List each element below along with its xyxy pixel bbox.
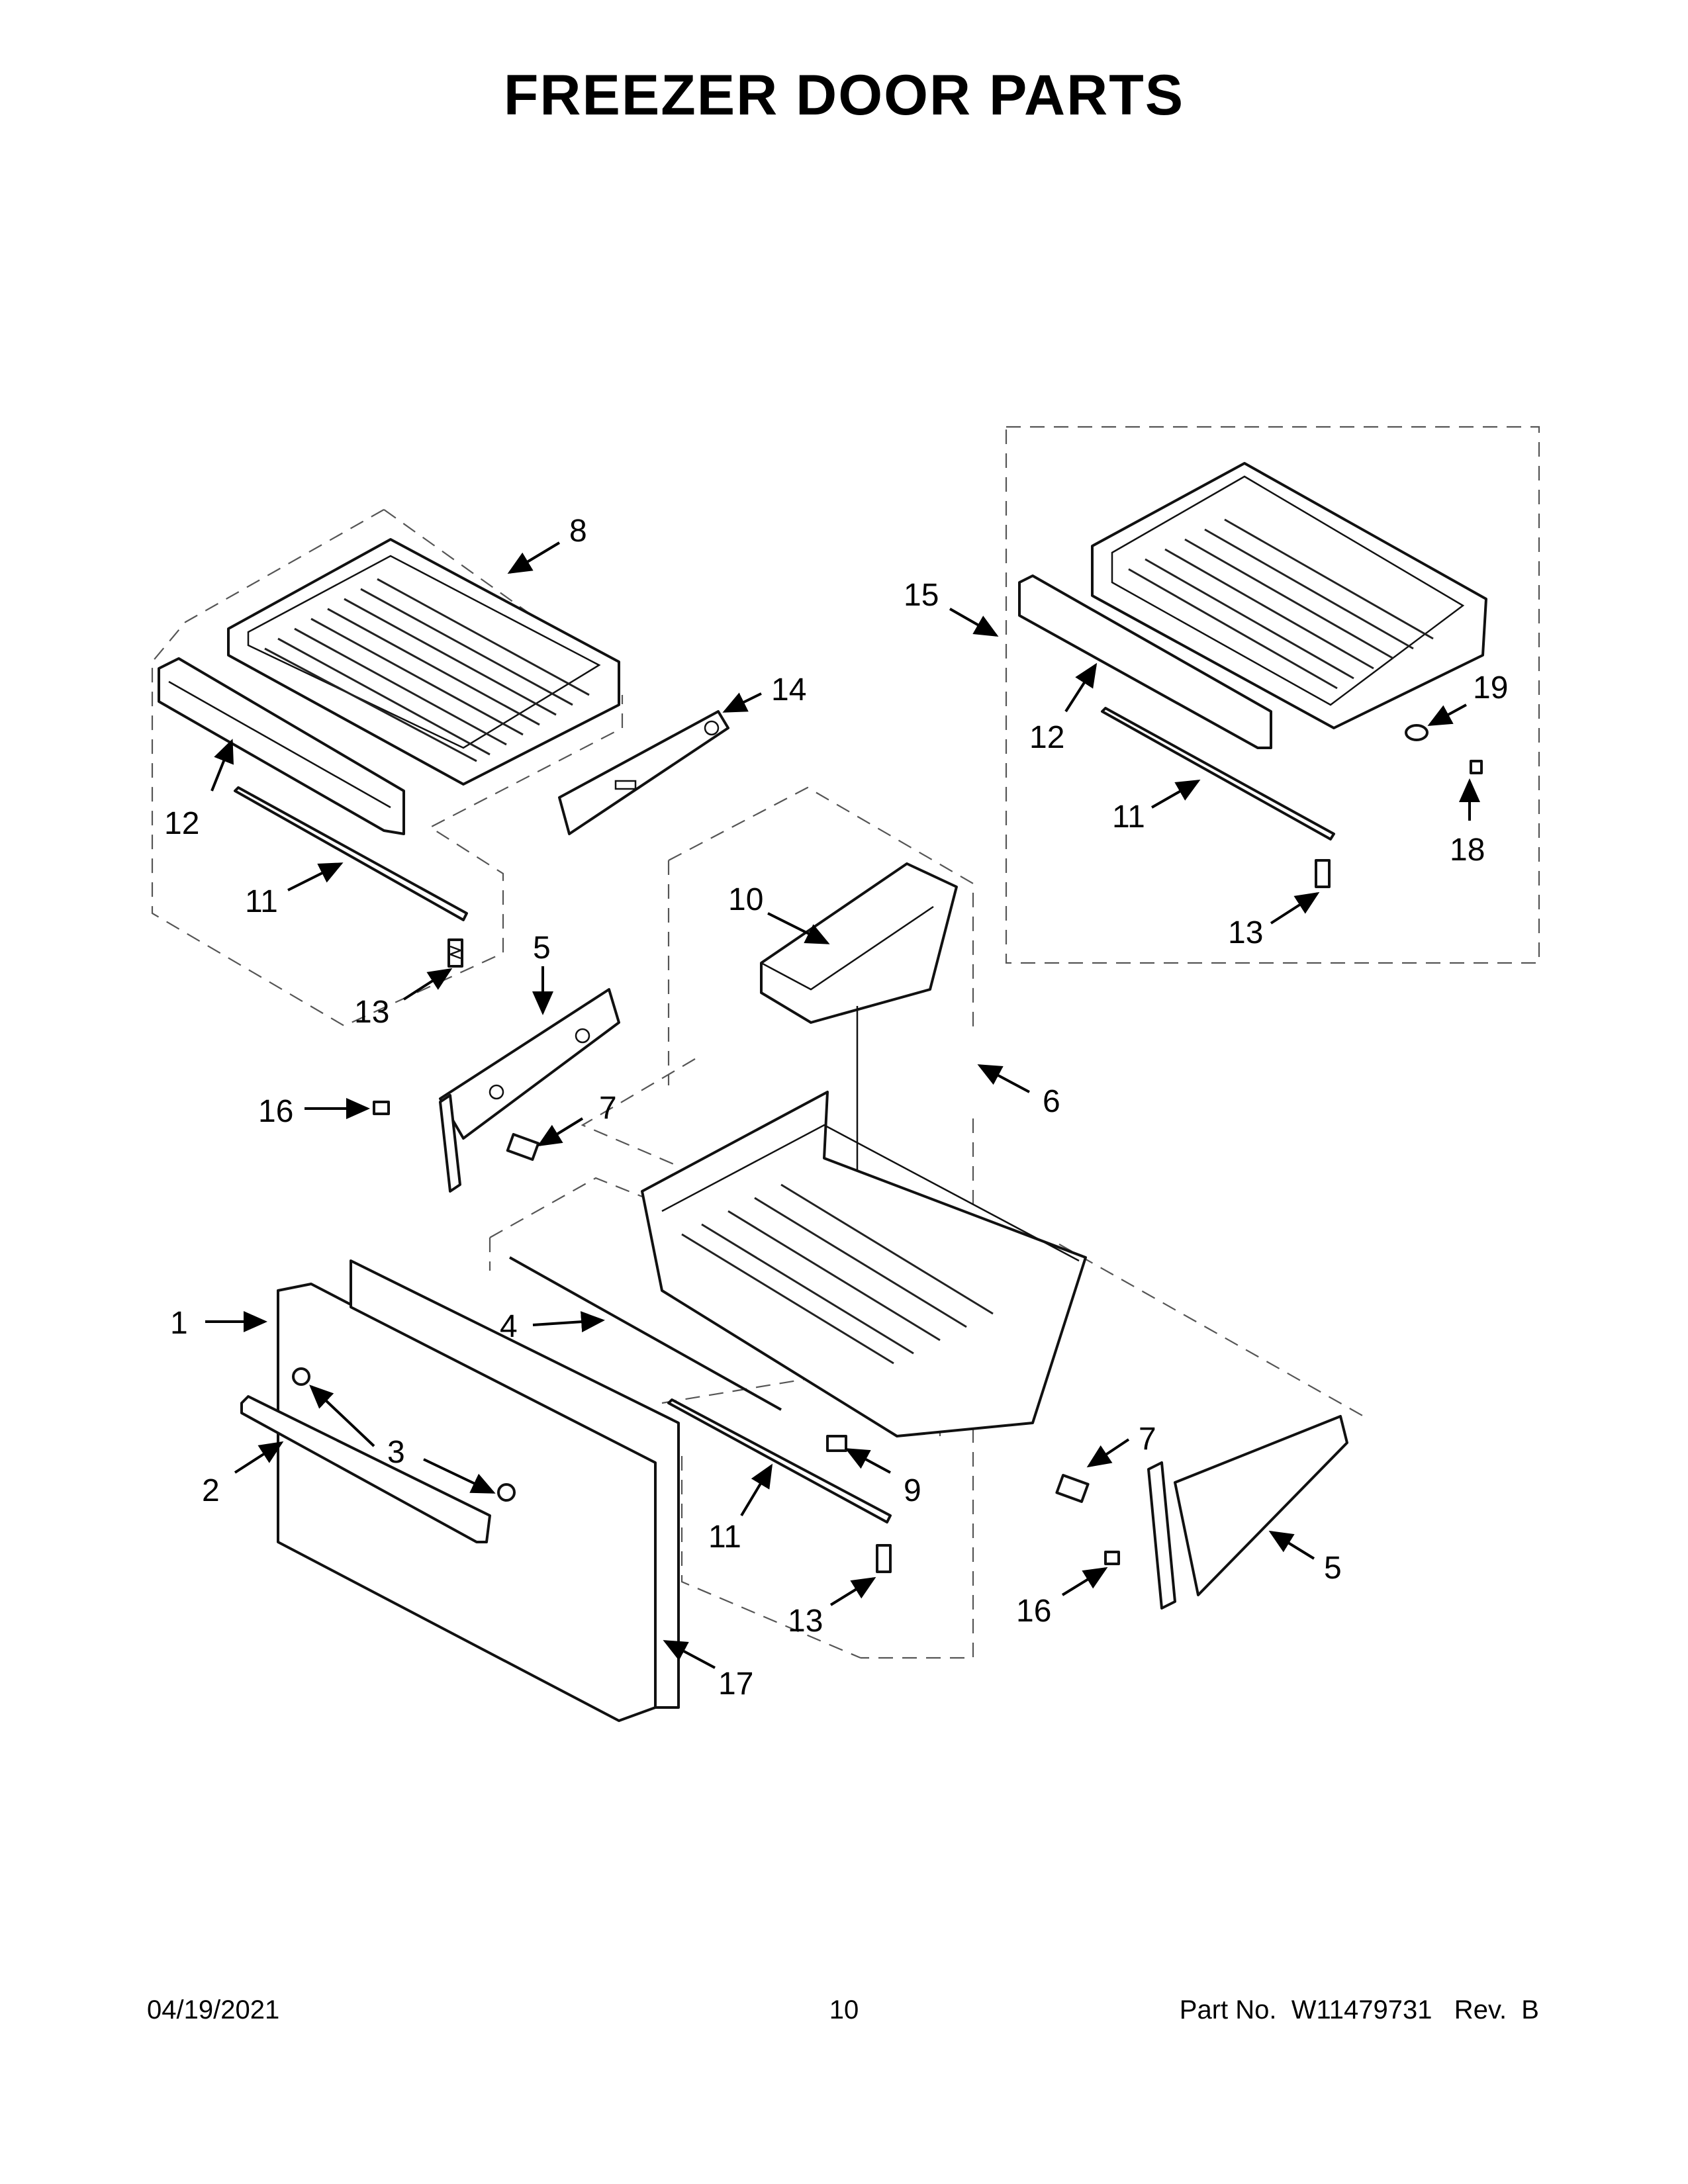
callout-11-left: 11 (245, 884, 278, 919)
rod-4 (509, 1256, 782, 1411)
gasket-strip-11-center (667, 1398, 892, 1524)
screws-3 (292, 1367, 516, 1502)
screw-13-left (447, 938, 463, 968)
callout-16-right: 16 (1016, 1594, 1051, 1629)
screw-7-right (1055, 1474, 1090, 1503)
screw-7-left (506, 1132, 540, 1161)
callout-10: 10 (728, 882, 763, 917)
shelf-right (1091, 462, 1487, 729)
door-gasket-17 (350, 1259, 680, 1709)
slide-rail-5-left (439, 988, 620, 1193)
screw-13-right (1315, 859, 1331, 888)
callout-19: 19 (1473, 670, 1508, 705)
callout-16-left: 16 (258, 1094, 293, 1129)
washer-19 (1405, 724, 1429, 741)
callout-13-center: 13 (788, 1604, 823, 1639)
callout-17: 17 (718, 1666, 753, 1702)
callout-15: 15 (904, 578, 939, 613)
callout-2: 2 (202, 1473, 220, 1508)
callout-7-right: 7 (1139, 1422, 1156, 1457)
hinge-14 (558, 710, 729, 835)
gasket-strip-11-right (1101, 707, 1335, 841)
callout-3: 3 (387, 1435, 405, 1470)
screw-13-center (876, 1544, 892, 1573)
callout-6: 6 (1043, 1084, 1060, 1119)
callout-1: 1 (170, 1306, 188, 1341)
callout-12-left: 12 (164, 806, 199, 841)
callout-11-center: 11 (708, 1520, 741, 1555)
clip-16-right (1104, 1551, 1120, 1565)
clip-16-left (373, 1101, 390, 1115)
callout-5-left: 5 (533, 931, 551, 966)
footer-page-number: 10 (829, 1995, 859, 2025)
callout-13-right: 13 (1228, 915, 1263, 950)
shelf-trim-12-left (158, 657, 405, 835)
shelf-trim-12-right (1018, 574, 1272, 749)
callout-4: 4 (500, 1309, 518, 1344)
page-title: FREEZER DOOR PARTS (503, 64, 1185, 127)
handle-2 (240, 1395, 491, 1543)
basket-6 (641, 1091, 1087, 1437)
callout-8: 8 (569, 514, 587, 549)
bumper-9 (826, 1435, 847, 1452)
callout-12-right: 12 (1029, 720, 1064, 755)
shelf-8 (227, 538, 620, 786)
callout-7-left: 7 (599, 1091, 617, 1126)
callout-9: 9 (904, 1473, 921, 1508)
footer-part-number: Part No. W11479731 Rev. B (1179, 1995, 1539, 2025)
callout-5-right: 5 (1324, 1551, 1342, 1586)
callout-13-left: 13 (354, 995, 389, 1030)
callout-arrows (205, 541, 1480, 1669)
callout-14: 14 (771, 672, 806, 707)
gasket-strip-11-left (234, 786, 468, 921)
callout-labels: 8 14 12 11 13 5 16 7 10 6 15 12 19 11 18… (164, 514, 1508, 1702)
callout-18: 18 (1450, 833, 1485, 868)
slide-rail-5-right (1147, 1415, 1348, 1610)
footer-date: 04/19/2021 (147, 1995, 280, 2025)
callout-11-right: 11 (1112, 799, 1145, 835)
screw-18 (1470, 760, 1483, 774)
